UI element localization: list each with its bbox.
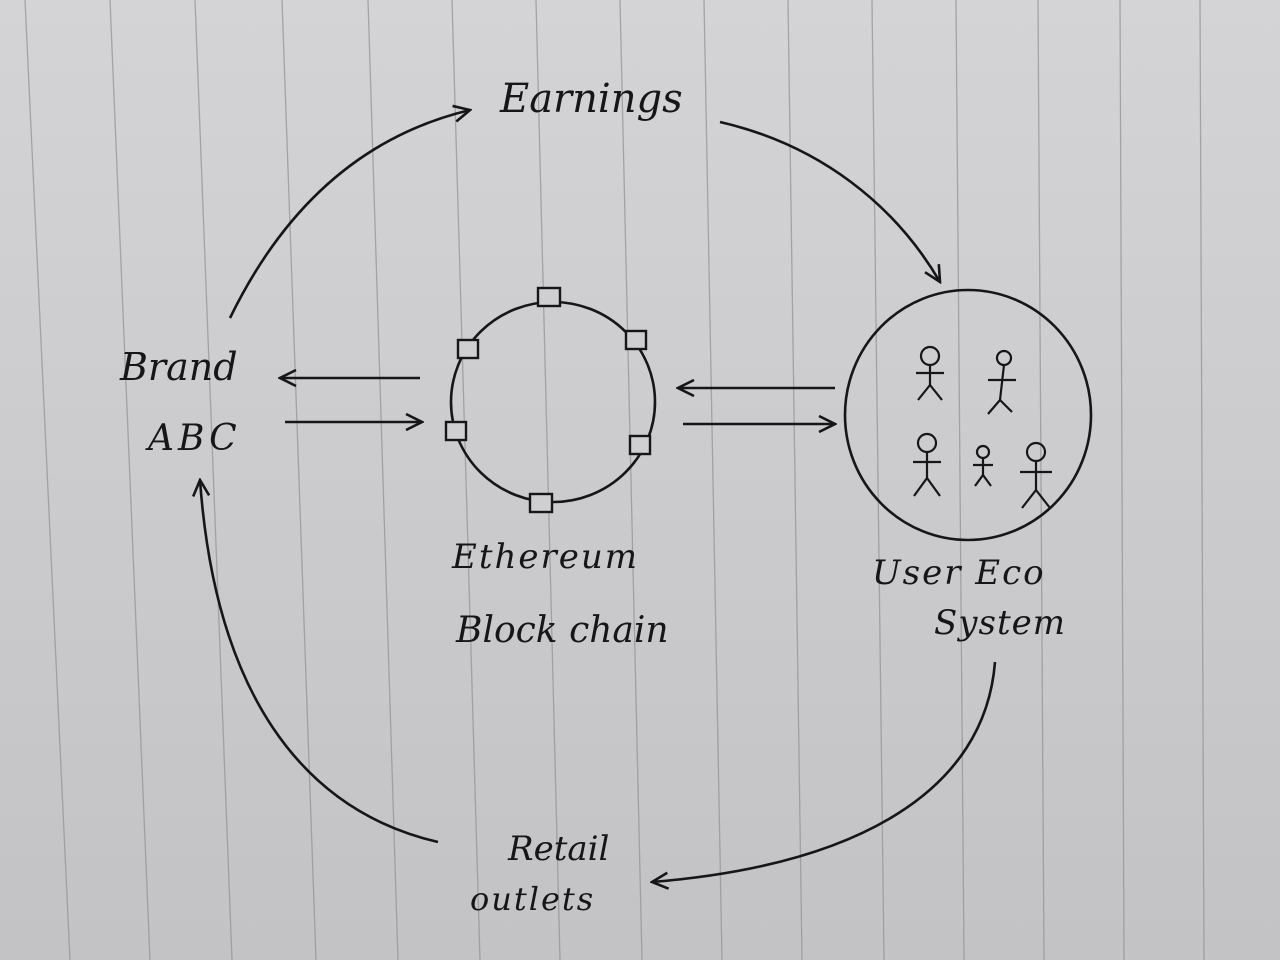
person-icon: [987, 349, 1016, 415]
block-icon: [624, 329, 648, 351]
block-icon: [444, 420, 468, 442]
arrow-earnings-to-users: [719, 120, 940, 282]
label-user-eco: User Eco: [872, 553, 1046, 593]
user-ecosystem-circle: [843, 288, 1093, 542]
person-icon: [913, 432, 941, 497]
label-blockchain: Block chain: [455, 610, 669, 651]
label-retail: Retail: [507, 829, 609, 869]
ruled-lines: [24, 0, 1205, 960]
label-earnings: Earnings: [499, 76, 683, 122]
arrow-retail-to-brand: [200, 480, 439, 844]
block-icon: [536, 286, 562, 308]
block-icon: [628, 434, 652, 456]
label-ethereum: Ethereum: [451, 537, 639, 577]
arrow-brand-to-earnings: [228, 110, 470, 319]
block-icon: [528, 492, 554, 514]
blockchain-ring: [444, 286, 657, 514]
arrow-users-to-retail: [652, 661, 997, 882]
person-icon: [1020, 441, 1052, 509]
person-icon: [916, 345, 944, 401]
person-icon: [973, 444, 993, 487]
label-outlets: outlets: [470, 880, 595, 918]
label-brand-abc: ABC: [145, 418, 241, 459]
label-brand: Brand: [119, 345, 238, 389]
label-system: System: [934, 603, 1066, 643]
block-icon: [456, 338, 480, 360]
